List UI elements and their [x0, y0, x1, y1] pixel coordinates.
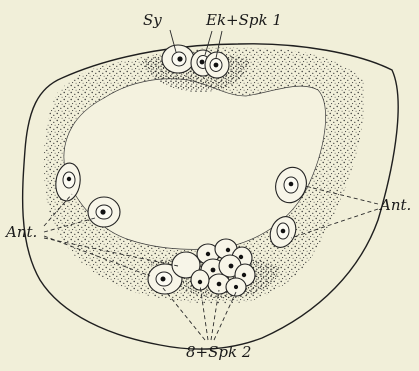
- sy-cell-nucleolus: [177, 56, 182, 61]
- ek-spk1-cell-b-nucleolus: [214, 63, 219, 68]
- label-ek-spk1: Ek+Spk 1: [205, 11, 282, 29]
- label-ant-right: Ant.: [378, 196, 411, 214]
- label-8-spk2: 8+Spk 2: [186, 343, 251, 361]
- label-ant-left: Ant.: [4, 223, 37, 241]
- ant-cell-left-lower: [88, 197, 120, 227]
- label-sy: Sy: [143, 11, 162, 29]
- ek-spk1-cell-a-nucleolus: [200, 60, 205, 65]
